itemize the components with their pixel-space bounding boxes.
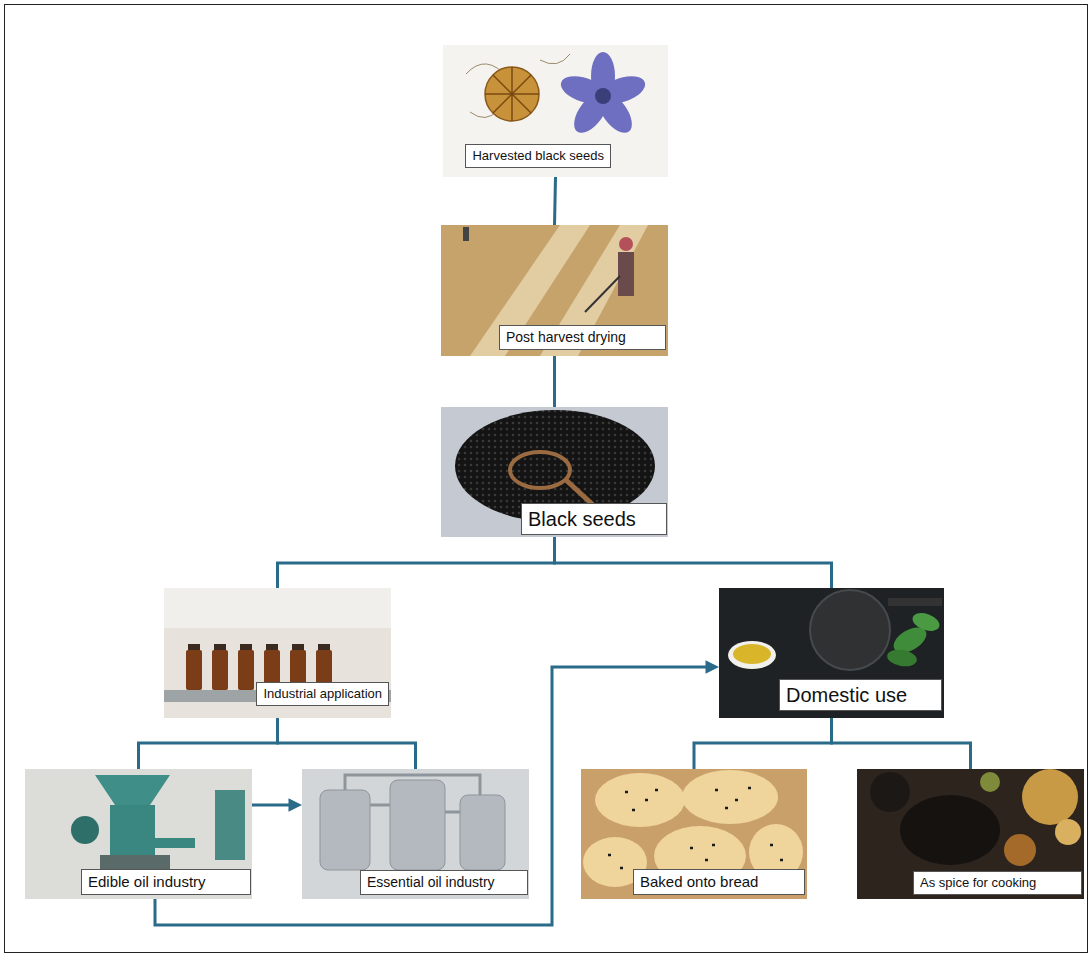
photo-panel: Industrial application [164,588,391,718]
panel-label: Edible oil industry [81,869,251,895]
photo-ground [302,769,529,899]
photo-panel: Essential oil industry [302,769,529,899]
photo-panel: Domestic use [719,588,944,718]
connector-line [278,537,555,588]
bottle-cap [240,644,252,650]
bottle-cap [318,644,330,650]
bottle-cap [266,644,278,650]
worker-figure [618,252,634,296]
spice-heap [870,772,910,812]
panel-label: Harvested black seeds [465,144,611,168]
steel-tank [390,780,445,870]
photo-ground [164,588,391,718]
seed-specks [608,788,783,868]
black-seed-heap [900,795,1000,865]
panel-label: Essential oil industry [360,870,528,895]
spice-heap [1004,834,1036,866]
bottle-cap [188,644,200,650]
flower [557,52,648,139]
photo-panel: Post harvest drying [441,225,668,356]
basil-leaf [910,610,942,635]
hopper [95,775,170,805]
connector-line [555,177,556,225]
panel-label: As spice for cooking [913,871,1082,895]
photo-ground [441,225,668,356]
bread [682,770,778,824]
oil-bowl [728,641,776,669]
rake [585,276,620,312]
steel-tank [320,790,370,870]
bread [595,773,685,827]
press-body [110,805,155,855]
pan-handle [888,598,942,606]
spoon [510,452,570,488]
photo-panel: Edible oil industry [25,769,252,899]
petal [557,71,610,109]
connector-line [553,356,556,407]
photo-ground [25,769,252,899]
panel-label: Domestic use [779,679,942,711]
kitchen-photo [719,588,944,718]
connector-line [832,718,971,769]
press-wheel [71,816,99,844]
panel-label: Industrial application [256,682,389,706]
worker-head [619,237,633,251]
seed-pod [485,67,539,121]
spice-heap [1022,769,1078,825]
pod-ridges [485,67,539,121]
photo-panel: As spice for cooking [857,769,1084,899]
page-frame [5,5,1088,953]
bottle [186,650,202,690]
panel-label: Baked onto bread [633,869,805,895]
connector-line [555,537,832,588]
photo-ground [719,588,944,718]
bottle-cap [214,644,226,650]
seed-pod-photo [443,45,668,177]
spice-heap [980,772,1000,792]
bread-photo [581,769,807,899]
oil [733,644,771,664]
flower-center [595,88,611,104]
connector-line [139,718,278,769]
panel-label: Post harvest drying [499,325,666,350]
basil-leaf [886,648,918,669]
spout [155,838,195,848]
pipes [345,775,480,812]
distillery-photo [302,769,529,899]
press-machine [215,790,245,860]
factory-photo [164,588,391,718]
photo-panel: Black seeds [441,407,668,537]
connector-line [694,718,832,769]
connector-line [252,804,298,807]
panel-label: Black seeds [521,503,667,535]
bottle [212,650,228,690]
connector-line [278,718,416,769]
photo-ground [441,407,668,537]
connector-group [139,177,971,925]
photo-panel: Baked onto bread [581,769,807,899]
spice-heap [1055,819,1081,845]
worker-figure [463,227,469,241]
photo-panel: Harvested black seeds [443,45,668,177]
photo-ground [443,45,668,177]
drying-photo [441,225,668,356]
oil-press-photo [25,769,252,899]
photo-ground [857,769,1084,899]
seed-photo [441,407,668,537]
blurred-wall [164,588,391,628]
pan [810,590,890,670]
steel-tank [460,795,505,870]
bottle [238,650,254,690]
bottle-cap [292,644,304,650]
spice-photo [857,769,1084,899]
photo-ground [581,769,807,899]
